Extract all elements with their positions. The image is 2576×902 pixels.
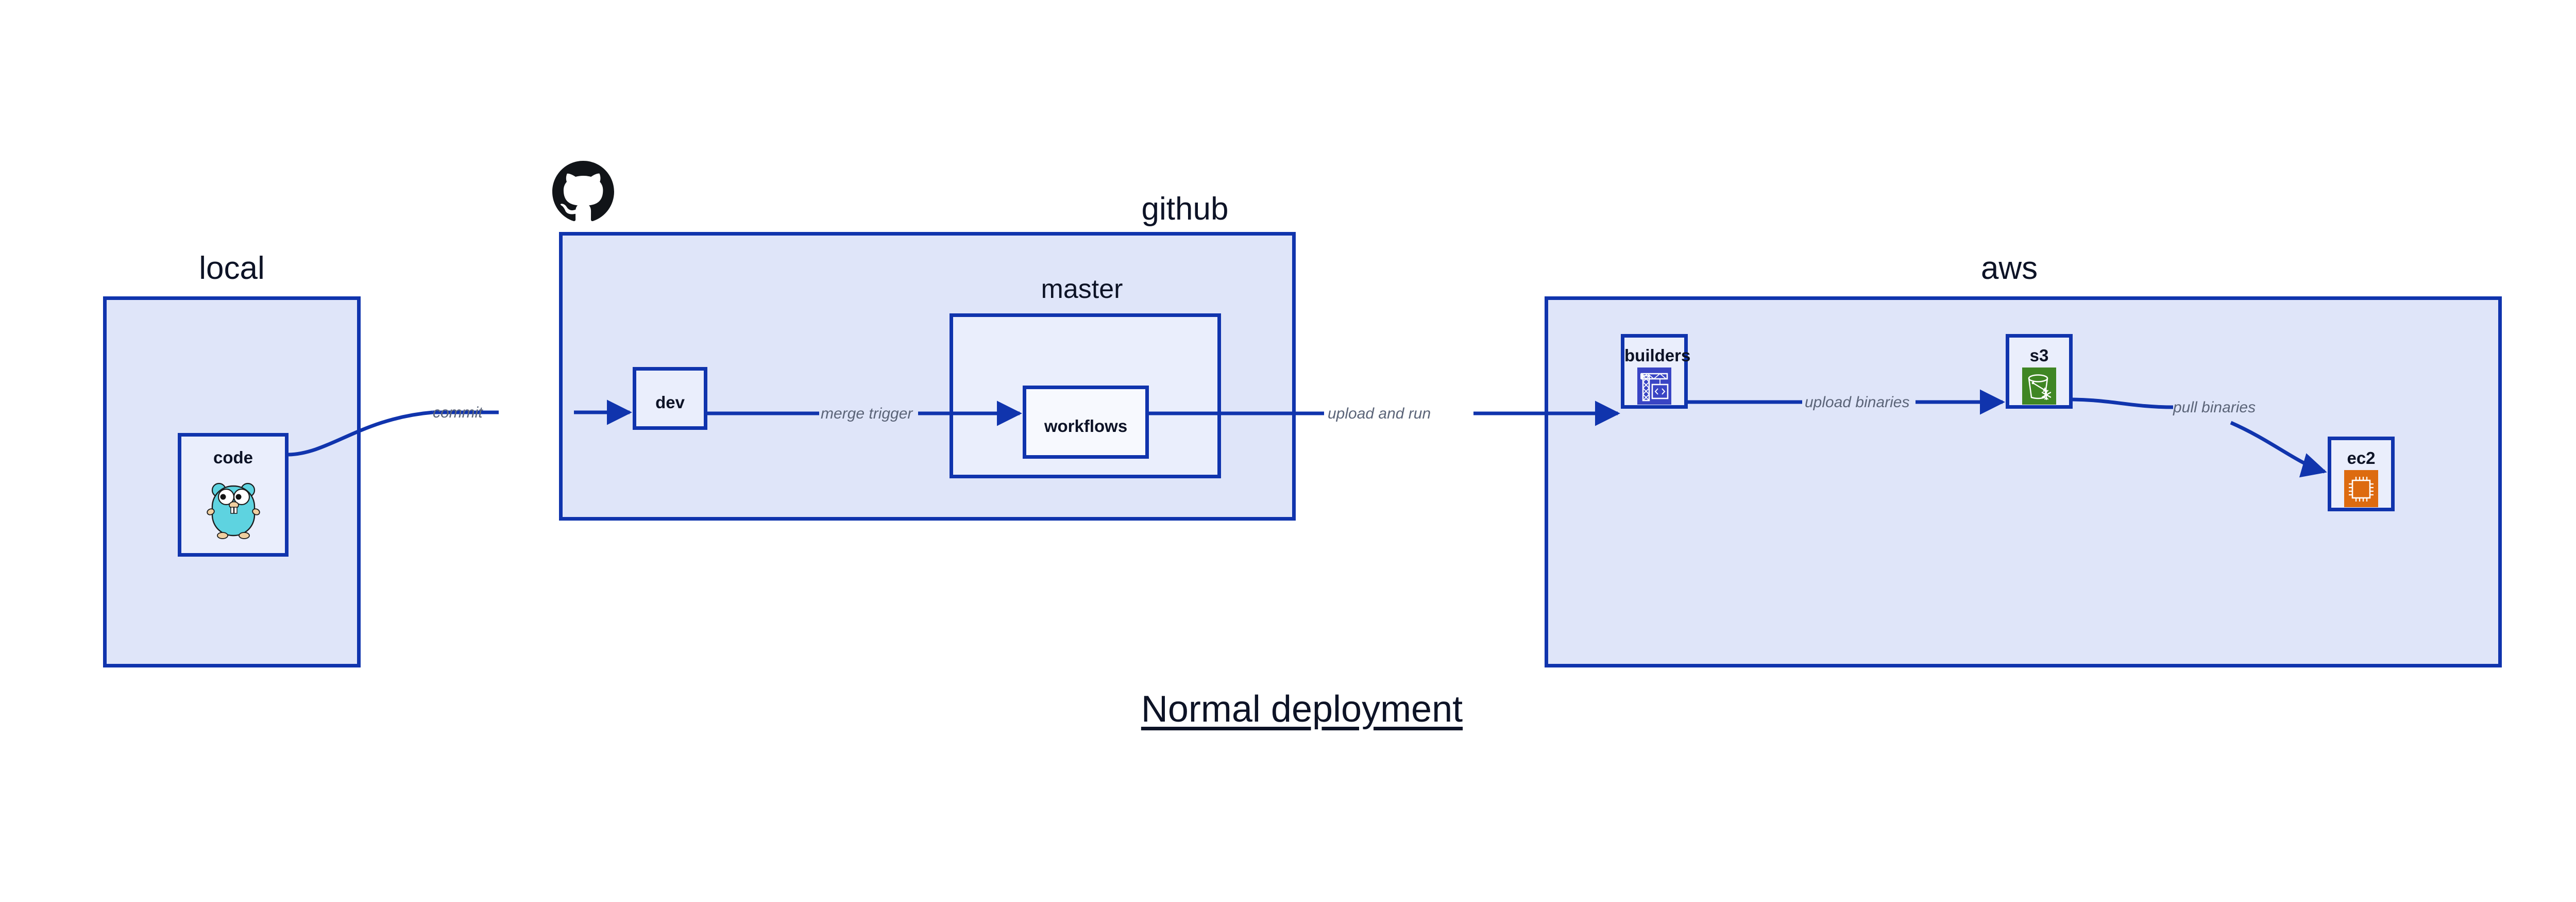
edge-label-upload-binaries: upload binaries (1805, 394, 1910, 411)
edge-label-pull-binaries: pull binaries (2173, 399, 2256, 416)
edge-label-upload-and-run: upload and run (1328, 405, 1431, 422)
aws-codebuild-crane-icon (1637, 368, 1671, 405)
aws-s3-glacier-bucket-icon (2022, 368, 2056, 405)
edge-label-commit: commit (433, 404, 483, 421)
go-gopher-icon (205, 478, 262, 540)
node-box-s3[interactable]: s3 (2006, 334, 2073, 409)
node-box-code[interactable]: code (178, 433, 289, 557)
diagram-title: Normal deployment (1141, 689, 1463, 730)
node-box-builders[interactable]: builders (1621, 334, 1691, 409)
group-label-local: local (199, 250, 265, 286)
node-label-ec2: ec2 (2347, 448, 2376, 467)
group-label-master: master (1041, 274, 1123, 304)
group-label-github: github (1141, 191, 1229, 227)
node-box-dev[interactable]: dev (633, 367, 707, 430)
node-label-workflows: workflows (1044, 416, 1128, 436)
node-box-workflows[interactable]: workflows (1023, 386, 1149, 459)
edge-label-merge-trigger: merge trigger (821, 405, 913, 422)
aws-ec2-chip-icon (2344, 470, 2378, 507)
node-box-ec2[interactable]: ec2 (2328, 437, 2395, 511)
node-label-code: code (213, 448, 253, 467)
node-label-dev: dev (655, 393, 685, 412)
node-label-s3: s3 (2029, 346, 2049, 365)
group-label-aws: aws (1980, 250, 2038, 286)
node-label-builders: builders (1624, 346, 1691, 365)
github-octocat-icon (552, 161, 614, 223)
